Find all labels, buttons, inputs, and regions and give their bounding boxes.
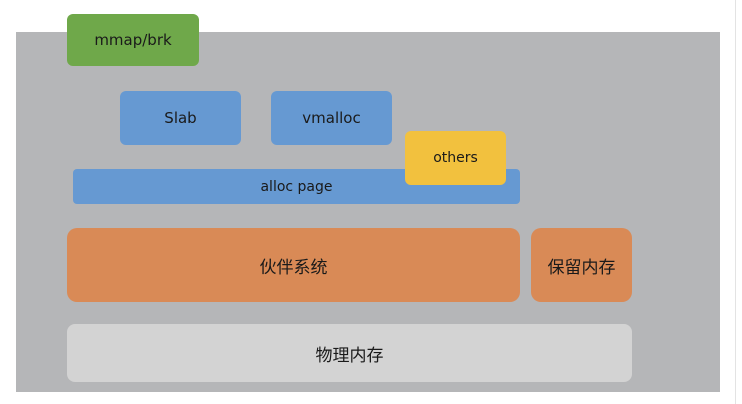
physical-memory-label: 物理内存	[315, 345, 384, 366]
mmap-brk-label: mmap/brk	[94, 31, 172, 49]
page-edge-divider	[735, 0, 736, 404]
vmalloc-label: vmalloc	[302, 109, 361, 127]
vmalloc-block: vmalloc	[271, 91, 392, 145]
buddy-system-block: 伙伴系统	[67, 228, 520, 302]
mmap-brk-block: mmap/brk	[67, 14, 199, 66]
alloc-page-label: alloc page	[260, 178, 333, 195]
others-label: others	[433, 150, 478, 166]
others-block: others	[405, 131, 506, 185]
slab-label: Slab	[164, 109, 197, 127]
slab-block: Slab	[120, 91, 241, 145]
physical-memory-block: 物理内存	[67, 324, 632, 382]
buddy-system-label: 伙伴系统	[259, 257, 328, 278]
reserved-memory-block: 保留内存	[531, 228, 632, 302]
reserved-memory-label: 保留内存	[547, 257, 616, 278]
